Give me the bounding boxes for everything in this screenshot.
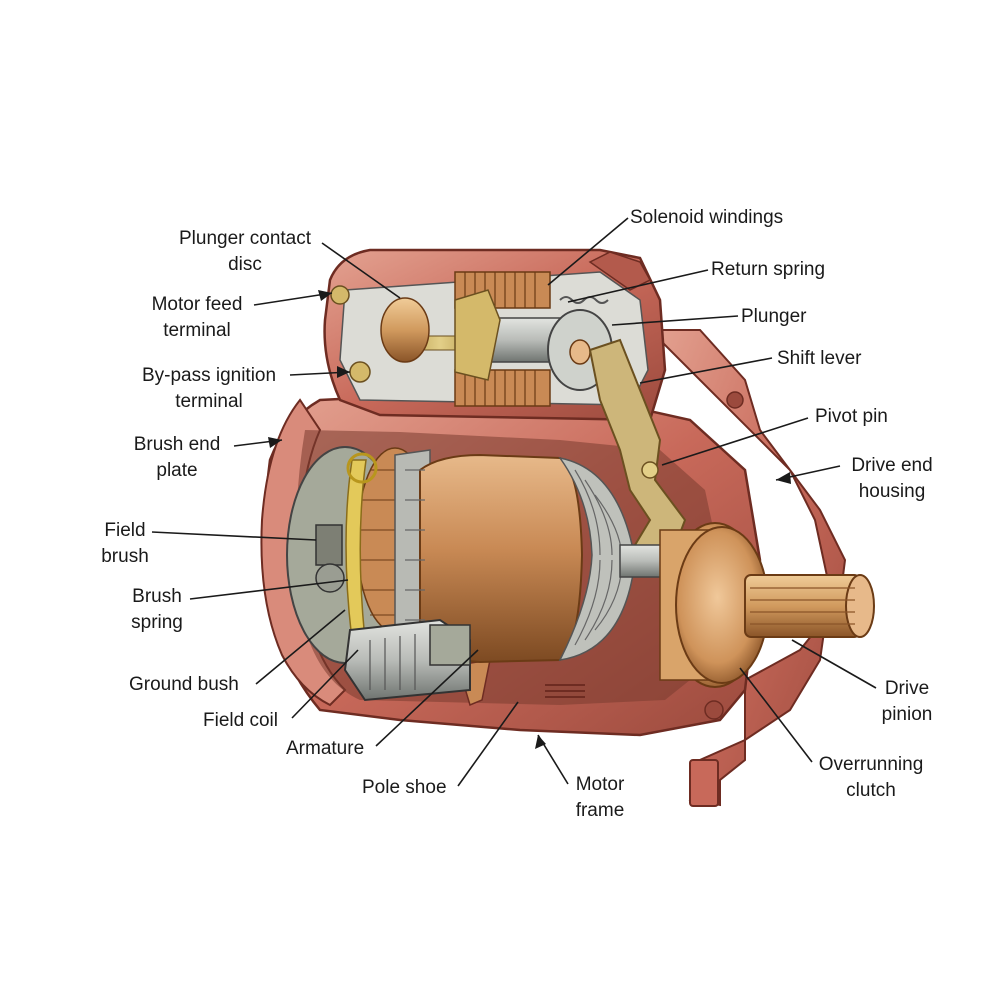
plunger-contact-disc-shape (381, 298, 429, 362)
label-brush-spring: Brush spring (122, 584, 192, 636)
label-bypass-ignition-terminal: By-pass ignition terminal (128, 363, 290, 415)
label-field-coil: Field coil (203, 708, 278, 734)
drive-assembly (660, 523, 874, 687)
label-ground-bush: Ground bush (129, 672, 239, 698)
pivot-pin-shape (642, 462, 658, 478)
bypass-terminal-stud (350, 362, 370, 382)
label-drive-pinion: Drive pinion (872, 676, 942, 728)
label-solenoid-windings: Solenoid windings (630, 205, 783, 231)
label-motor-frame: Motor frame (562, 772, 638, 824)
housing-mounting-lug (690, 760, 718, 806)
pole-shoe-shape (430, 625, 470, 665)
field-brush-shape (316, 525, 342, 565)
housing-bolt-hole (727, 392, 743, 408)
label-field-brush: Field brush (92, 518, 158, 570)
drive-pinion-shape (745, 575, 860, 637)
label-shift-lever: Shift lever (777, 346, 861, 372)
label-pole-shoe: Pole shoe (362, 775, 447, 801)
label-brush-end-plate: Brush end plate (122, 432, 232, 484)
arrowhead (776, 472, 791, 484)
label-drive-end-housing: Drive end housing (838, 453, 946, 505)
motor-feed-terminal-stud (331, 286, 349, 304)
label-plunger-contact-disc: Plunger contact disc (165, 226, 325, 278)
plunger-end-hole (570, 340, 590, 364)
ground-bush-shape (316, 564, 344, 592)
label-armature: Armature (286, 736, 364, 762)
label-plunger: Plunger (741, 304, 807, 330)
drive-pinion-end (846, 575, 874, 637)
label-overrunning-clutch: Overrunning clutch (808, 752, 934, 804)
label-motor-feed-terminal: Motor feed terminal (138, 292, 256, 344)
label-pivot-pin: Pivot pin (815, 404, 888, 430)
housing-bolt-hole (705, 701, 723, 719)
label-return-spring: Return spring (711, 257, 825, 283)
